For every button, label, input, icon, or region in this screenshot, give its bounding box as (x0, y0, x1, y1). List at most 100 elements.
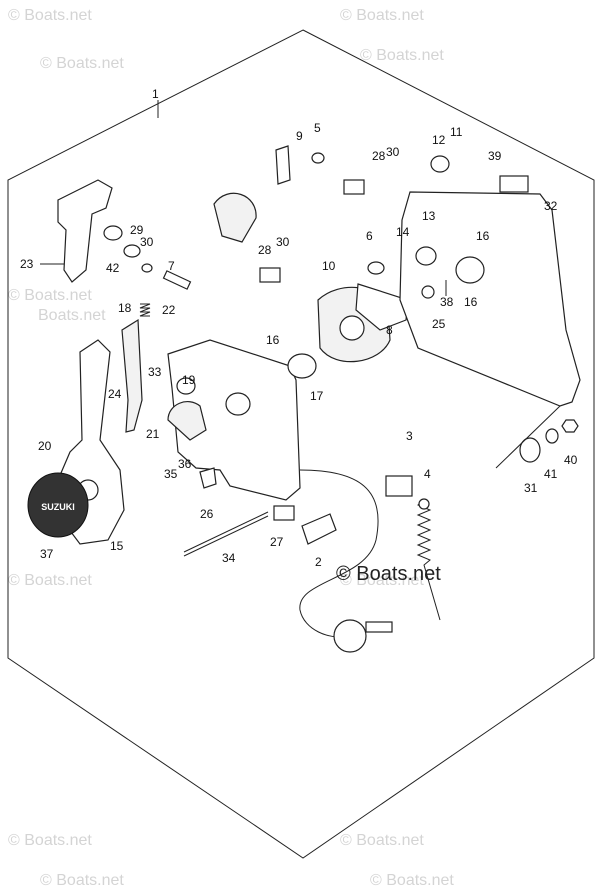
cover-hole-b (415, 246, 437, 266)
callout-24: 24 (108, 387, 122, 401)
callout-26: 26 (200, 507, 214, 521)
washer-42 (123, 244, 141, 258)
callout-19: 19 (182, 373, 196, 387)
callout-11: 11 (450, 125, 463, 139)
watermark-low-right: © Boats.net (340, 572, 424, 589)
callout-20: 20 (38, 439, 52, 453)
callout-8: 8 (386, 323, 393, 337)
plate-2 (301, 513, 337, 545)
callout-16a: 16 (266, 333, 280, 347)
callout-31: 31 (524, 481, 538, 495)
watermark-bottom-left-2: © Boats.net (40, 872, 124, 889)
control-box-housing (167, 339, 301, 501)
callout-27: 27 (270, 535, 284, 549)
circlip-30 (141, 263, 153, 273)
nut-40 (561, 419, 579, 433)
block-27 (273, 505, 295, 521)
callout-15: 15 (110, 539, 124, 553)
callout-4: 4 (424, 467, 431, 481)
spring-18 (139, 303, 151, 317)
clip-26 (199, 467, 217, 489)
center-watermark: © Boats.net (336, 563, 441, 585)
callout-16c: 16 (476, 229, 490, 243)
callout-10: 10 (322, 259, 336, 273)
watermark-upper-left: © Boats.net (40, 55, 124, 72)
watermark-bottom-right: © Boats.net (340, 832, 424, 849)
watermark-top-right: © Boats.net (340, 7, 424, 24)
callout-29: 29 (130, 223, 144, 237)
callout-18: 18 (118, 301, 132, 315)
gear-19 (167, 401, 207, 441)
lanyard-coil (416, 499, 441, 621)
stop-switch-3 (385, 475, 413, 497)
callout-22: 22 (162, 303, 176, 317)
emblem-text: SUZUKI (41, 502, 75, 512)
wire-harness (299, 469, 379, 638)
watermark-group: © Boats.net © Boats.net © Boats.net © Bo… (8, 7, 454, 889)
callout-7: 7 (168, 259, 175, 273)
handle-grip (57, 179, 113, 283)
callout-23: 23 (20, 257, 34, 271)
callout-9: 9 (296, 129, 303, 143)
callout-30a: 30 (140, 235, 154, 249)
neutral-plate (121, 318, 143, 433)
callout-39: 39 (488, 149, 502, 163)
knob-31 (519, 437, 541, 463)
callout-25: 25 (432, 317, 446, 331)
pin-7 (162, 270, 192, 290)
callout-5: 5 (314, 121, 321, 135)
callout-36: 36 (178, 457, 192, 471)
part-6 (367, 261, 385, 275)
callout-21: 21 (146, 427, 160, 441)
watermark-upper-right: © Boats.net (360, 47, 444, 64)
gear-plate-center (339, 315, 365, 341)
key-switch (333, 619, 367, 653)
callout-32: 32 (544, 199, 558, 213)
callout-13: 13 (422, 209, 436, 223)
callout-30c: 30 (386, 145, 400, 159)
callout-37: 37 (40, 547, 54, 561)
washer-29 (103, 225, 123, 241)
block-28-mid (259, 267, 281, 283)
housing-boss-a (176, 377, 196, 395)
watermark-bottom-left: © Boats.net (8, 832, 92, 849)
callout-30b: 30 (276, 235, 290, 249)
switch-connector (365, 621, 393, 633)
callout-41: 41 (544, 467, 558, 481)
callout-28a: 28 (372, 149, 386, 163)
callout-16b: 16 (464, 295, 478, 309)
watermark-mid-left: © Boats.net (8, 287, 92, 304)
callout-17: 17 (310, 389, 324, 403)
callout-6: 6 (366, 229, 373, 243)
bracket-11 (499, 175, 529, 193)
callout-1: 1 (152, 87, 159, 101)
bolt-34 (183, 511, 269, 553)
watermark-low-left: © Boats.net (8, 572, 92, 589)
lever-9 (275, 145, 291, 185)
callout-40: 40 (564, 453, 578, 467)
callout-labels: 1 2 3 4 5 6 7 8 9 10 11 12 13 14 15 16 1… (20, 87, 578, 569)
callout-28b: 28 (258, 243, 272, 257)
bolt-34b (183, 515, 269, 557)
callout-42: 42 (106, 261, 120, 275)
bushing-12 (430, 155, 450, 173)
watermark-top-left: © Boats.net (8, 7, 92, 24)
washer-41 (545, 428, 559, 444)
clip-4 (418, 498, 430, 510)
callout-14: 14 (396, 225, 410, 239)
side-cover (399, 191, 581, 407)
callout-35: 35 (164, 467, 178, 481)
cover-hole-a (455, 256, 485, 284)
callout-12: 12 (432, 133, 446, 147)
watermark-bottom-right-2: © Boats.net (370, 872, 454, 889)
callout-2: 2 (315, 555, 322, 569)
emblem-cap (27, 472, 89, 538)
hexagon-frame (7, 29, 595, 859)
block-28-top (343, 179, 365, 195)
bushing-17 (287, 353, 317, 379)
callout-38: 38 (440, 295, 454, 309)
watermark-mid-left-2: Boats.net (38, 307, 106, 324)
callout-33: 33 (148, 365, 162, 379)
